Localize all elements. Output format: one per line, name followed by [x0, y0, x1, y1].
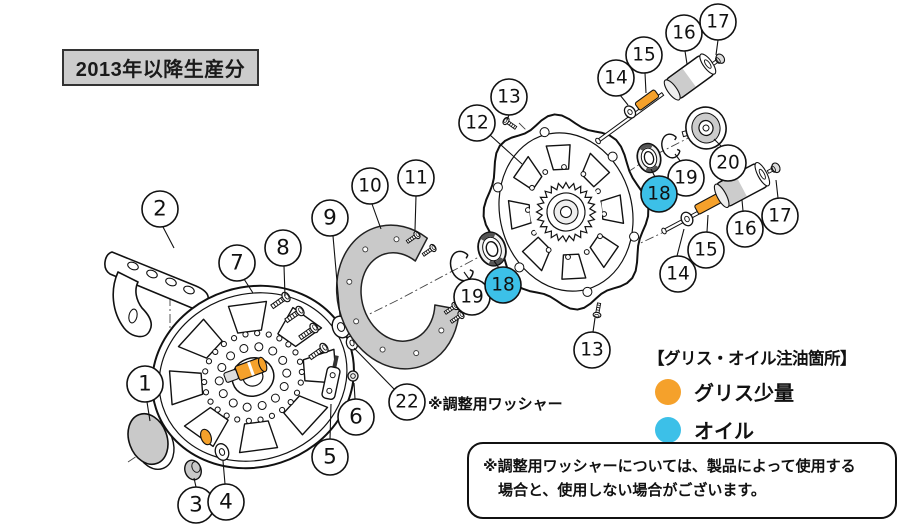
- callout-15: 15: [625, 36, 663, 94]
- svg-text:22: 22: [395, 392, 419, 413]
- usage-note-box: ※調整用ワッシャーについては、製品によって使用する 場合と、使用しない場合がござ…: [467, 442, 897, 519]
- callout-2: 2: [141, 190, 179, 249]
- callout-9: 9: [311, 199, 349, 317]
- svg-text:12: 12: [465, 113, 489, 134]
- handle-shaft-bottom: [661, 161, 781, 235]
- svg-text:7: 7: [230, 251, 244, 276]
- svg-text:15: 15: [694, 240, 718, 261]
- callout-14: 14: [659, 228, 697, 293]
- spool-cap-screw: [184, 459, 202, 481]
- svg-text:9: 9: [323, 206, 337, 231]
- svg-text:19: 19: [460, 287, 484, 308]
- ball-bearing-right: [636, 142, 662, 174]
- adjust-washer-note: ※調整用ワッシャー: [428, 396, 563, 413]
- spool-cap-disc: [127, 412, 175, 470]
- callout-4: 4: [207, 460, 245, 521]
- svg-text:17: 17: [706, 12, 730, 33]
- svg-text:19: 19: [674, 168, 698, 189]
- callout-7: 7: [218, 244, 256, 294]
- grease-swatch: [655, 378, 681, 405]
- spool-washer: [214, 443, 230, 461]
- usage-note-line2: 場合と、使用しない場合がございます。: [498, 482, 766, 499]
- svg-text:18: 18: [647, 184, 671, 205]
- svg-text:16: 16: [733, 219, 757, 240]
- callout-18: 18: [484, 260, 522, 304]
- handle-shaft-top: [595, 53, 726, 145]
- callout-17: 17: [761, 179, 799, 235]
- svg-text:13: 13: [580, 340, 604, 361]
- callout-1: 1: [126, 365, 164, 422]
- svg-text:4: 4: [219, 490, 233, 515]
- svg-text:14: 14: [604, 68, 628, 89]
- svg-text:11: 11: [404, 168, 428, 189]
- callout-18: 18: [640, 168, 678, 213]
- reel-foot-clamp: [104, 251, 210, 338]
- callout-10: 10: [351, 167, 389, 230]
- callout-14: 14: [597, 59, 635, 106]
- svg-text:8: 8: [276, 236, 290, 261]
- oil-swatch: [655, 416, 681, 443]
- callout-8: 8: [264, 229, 302, 297]
- legend-header: 【グリス・オイル注油箇所】: [648, 350, 857, 368]
- svg-text:18: 18: [491, 275, 515, 296]
- usage-note-line1: ※調整用ワッシャーについては、製品によって使用する: [483, 458, 856, 475]
- svg-text:3: 3: [189, 493, 203, 518]
- ball-bearing-left: [477, 231, 507, 267]
- frame-screw-top: [501, 115, 519, 132]
- callout-11: 11: [397, 159, 435, 231]
- svg-text:17: 17: [768, 206, 792, 227]
- callout-19: 19: [453, 271, 491, 316]
- callout-13: 13: [573, 317, 611, 369]
- callout-16: 16: [665, 14, 703, 65]
- latch-nut: [347, 370, 359, 382]
- callout-16: 16: [726, 199, 764, 248]
- title-box: 2013年以降生産分: [62, 49, 259, 86]
- svg-text:13: 13: [497, 87, 521, 108]
- svg-text:1: 1: [138, 372, 152, 397]
- title-label: 2013年以降生産分: [75, 59, 246, 81]
- callout-6: 6: [337, 382, 375, 436]
- callout-12: 12: [458, 104, 523, 165]
- svg-text:15: 15: [632, 45, 656, 66]
- svg-text:20: 20: [716, 153, 740, 174]
- spool-grease-dot: [200, 428, 212, 446]
- svg-text:2: 2: [153, 197, 167, 222]
- spool-latch: [321, 355, 341, 400]
- oil-label: オイル: [694, 421, 754, 443]
- callout-15: 15: [687, 214, 725, 269]
- retaining-clip-right: [661, 133, 681, 159]
- grease-label: グリス少量: [694, 383, 794, 405]
- spool-grease-shaft: [223, 356, 268, 383]
- legend-item-oil: オイル: [648, 415, 898, 444]
- callout-13: 13: [490, 78, 528, 121]
- frame-wheel: [482, 113, 650, 311]
- callout-17: 17: [699, 3, 737, 56]
- callout-22: 22: [353, 347, 426, 421]
- svg-text:6: 6: [349, 405, 363, 430]
- legend-item-grease: グリス少量: [648, 377, 898, 406]
- frame-screw-bottom: [592, 301, 604, 319]
- svg-text:14: 14: [666, 264, 690, 285]
- svg-text:16: 16: [672, 23, 696, 44]
- lubrication-legend: 【グリス・オイル注油箇所】 グリス少量 オイル: [648, 345, 898, 453]
- callout-5: 5: [311, 403, 349, 476]
- drag-plate: [335, 224, 461, 370]
- svg-text:5: 5: [323, 445, 337, 470]
- svg-text:10: 10: [358, 176, 382, 197]
- callout-20: 20: [709, 138, 747, 182]
- drag-dial: [681, 106, 727, 150]
